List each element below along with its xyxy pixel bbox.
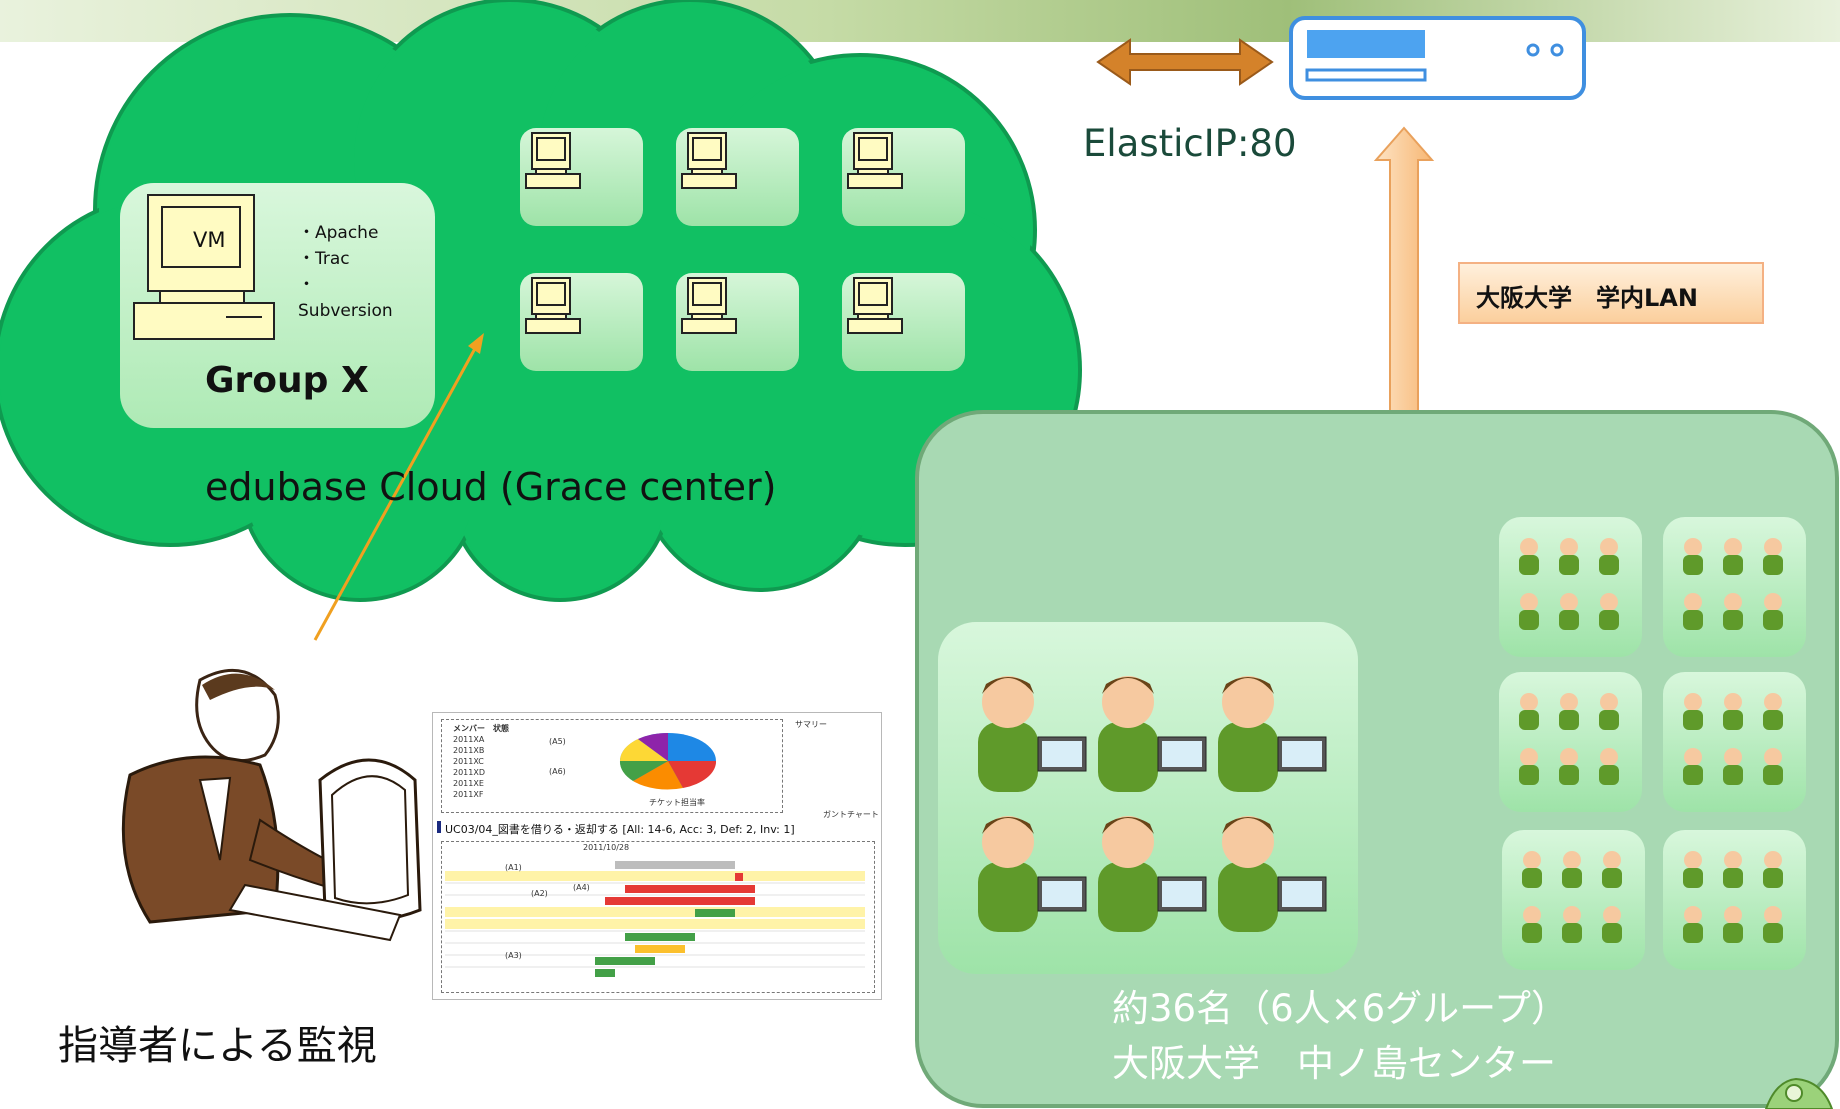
student-group-small: [1499, 672, 1642, 812]
campus-lan-box: [1458, 262, 1764, 324]
student-group-large: [938, 622, 1358, 974]
summary-note: サマリー: [795, 720, 827, 729]
gantt-note: ガントチャート: [823, 810, 879, 819]
elastic-ip-arrow: [1096, 38, 1274, 86]
student-group-small: [1663, 517, 1806, 657]
member-header: メンバー 状態: [453, 724, 509, 733]
cloud-pc-tile: [520, 128, 643, 226]
title-marker: [437, 821, 441, 833]
gantt-panel: [441, 841, 875, 993]
ticket-share-pie-chart: [619, 732, 717, 790]
student-group-small: [1502, 830, 1645, 970]
member-row: 2011XF: [453, 790, 484, 799]
cloud-pc-tile: [676, 128, 799, 226]
student-group-small: [1663, 830, 1806, 970]
gantt-date: 2011/10/28: [583, 843, 630, 852]
vm-label: VM: [193, 228, 226, 252]
cloud-pc-tile: [842, 128, 965, 226]
students-illustration: [1683, 693, 1783, 785]
vm-computer-icon: [133, 194, 275, 340]
annotation-mark: (A4): [573, 883, 590, 892]
computer-icon: [681, 132, 737, 189]
campus-lan-label: 大阪大学 学内LAN: [1476, 284, 1698, 312]
cloud-pc-tile: [676, 273, 799, 371]
computer-icon: [681, 277, 737, 334]
computer-icon: [847, 277, 903, 334]
use-case-title: UC03/04_図書を借りる・返却する [All: 14-6, Acc: 3, …: [445, 823, 795, 836]
member-row: 2011XD: [453, 768, 485, 777]
students-illustration: [978, 676, 1327, 932]
software-list: ・Apache ・Trac ・ Subversion: [298, 223, 393, 321]
instructor-illustration: [121, 668, 422, 942]
students-illustration: [1519, 538, 1619, 630]
annotation-mark: (A1): [505, 863, 522, 872]
student-group-small: [1499, 517, 1642, 657]
monitoring-label: 指導者による監視: [58, 1023, 377, 1069]
students-illustration: [1522, 851, 1622, 943]
cloud-label: edubase Cloud (Grace center): [205, 465, 777, 509]
cloud-pc-tile: [520, 273, 643, 371]
annotation-mark: (A3): [505, 951, 522, 960]
monitoring-arrow: [313, 333, 484, 641]
member-row: 2011XC: [453, 757, 484, 766]
gantt-chart: [445, 861, 865, 977]
pie-caption: チケット担当率: [649, 798, 705, 807]
member-row: 2011XE: [453, 779, 484, 788]
computer-icon: [525, 277, 581, 334]
summary-panel: [441, 719, 783, 813]
cloud-pc-tile: [842, 273, 965, 371]
computer-icon: [525, 132, 581, 189]
venue-label: 大阪大学 中ノ島センター: [1112, 1042, 1556, 1085]
student-group-small: [1663, 672, 1806, 812]
annotation-mark: (A2): [531, 889, 548, 898]
progress-dashboard-screenshot: メンバー 状態 2011XA 2011XB 2011XC 2011XD 2011…: [432, 712, 882, 1000]
elastic-ip-label: ElasticIP:80: [1083, 122, 1297, 165]
corner-logo-icon: [1764, 1077, 1834, 1109]
server-icon: [1289, 16, 1586, 100]
participants-label: 約36名（6人×6グループ）: [1112, 987, 1568, 1030]
students-illustration: [1683, 538, 1783, 630]
students-illustration: [1519, 693, 1619, 785]
students-illustration: [1683, 851, 1783, 943]
member-row: 2011XA: [453, 735, 485, 744]
computer-icon: [847, 132, 903, 189]
member-row: 2011XB: [453, 746, 485, 755]
annotation-mark: (A5): [549, 737, 566, 746]
annotation-mark: (A6): [549, 767, 566, 776]
group-label: Group X: [205, 360, 369, 401]
